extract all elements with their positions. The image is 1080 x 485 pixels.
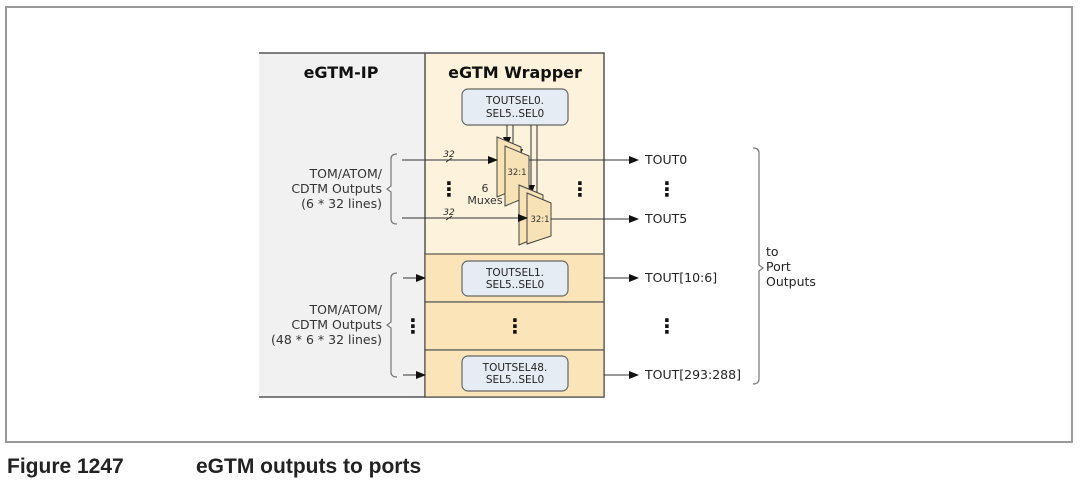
wrapper-row-ellipsis [424, 301, 605, 351]
ellipsis-wrapper-row: ⋮ [505, 314, 525, 338]
svg-text:(6 * 32 lines): (6 * 32 lines) [301, 196, 382, 211]
svg-text:TOM/ATOM/: TOM/ATOM/ [308, 302, 382, 317]
egtm-ip-title: eGTM-IP [304, 63, 379, 82]
mux-5-label: 32:1 [530, 215, 549, 225]
egtm-wrapper-title: eGTM Wrapper [448, 63, 582, 82]
figure-title: eGTM outputs to ports [196, 455, 422, 478]
ellipsis-outputs-bottom: ⋮ [657, 314, 677, 338]
destination-label: to Port Outputs [766, 244, 816, 289]
mux-count-label: Muxes [467, 194, 502, 207]
input-group-1: TOM/ATOM/ CDTM Outputs (6 * 32 lines) [291, 153, 398, 225]
svg-text:SEL5..SEL0: SEL5..SEL0 [486, 374, 544, 386]
bus-width-markers: 32 32 [443, 150, 455, 221]
svg-text:(48 * 6 * 32 lines): (48 * 6 * 32 lines) [271, 332, 382, 347]
selector-toutsel48: TOUTSEL48. SEL5..SEL0 [461, 355, 569, 392]
svg-text:TOM/ATOM/: TOM/ATOM/ [308, 166, 382, 181]
svg-text:TOUTSEL1.: TOUTSEL1. [485, 267, 544, 279]
svg-text:to: to [766, 244, 779, 259]
egtm-ip-block [259, 53, 425, 397]
svg-text:Outputs: Outputs [766, 274, 816, 289]
input-group-2: TOM/ATOM/ CDTM Outputs (48 * 6 * 32 line… [271, 272, 426, 379]
output-tout-293-288: TOUT[293:288] [644, 367, 741, 382]
output-brace [752, 147, 764, 385]
ellipsis-outputs-top: ⋮ [657, 177, 677, 201]
svg-text:Port: Port [766, 259, 791, 274]
figure-number: Figure 1247 [7, 455, 124, 478]
svg-text:SEL5..SEL0: SEL5..SEL0 [486, 279, 544, 291]
svg-text:SEL5..SEL0: SEL5..SEL0 [486, 108, 544, 120]
input-brace-2 [386, 272, 398, 378]
output-tout-10-6: TOUT[10:6] [644, 270, 717, 285]
svg-text:CDTM Outputs: CDTM Outputs [291, 181, 382, 196]
svg-text:TOUTSEL48.: TOUTSEL48. [482, 362, 548, 374]
svg-text:TOUTSEL0.: TOUTSEL0. [485, 95, 544, 107]
svg-text:32: 32 [443, 208, 455, 218]
selector-toutsel1: TOUTSEL1. SEL5..SEL0 [461, 260, 569, 297]
mux-5: 32:1 [518, 184, 552, 246]
output-lines [529, 156, 639, 379]
ellipsis-wrapper-right: ⋮ [570, 177, 590, 201]
ellipsis-ip-bottom: ⋮ [403, 314, 423, 338]
input-brace-1 [386, 153, 398, 225]
svg-text:CDTM Outputs: CDTM Outputs [291, 317, 382, 332]
output-tout5: TOUT5 [644, 211, 687, 226]
mux-count-number: 6 [482, 182, 489, 195]
output-tout0: TOUT0 [644, 152, 687, 167]
selector-toutsel0: TOUTSEL0. SEL5..SEL0 [461, 88, 569, 126]
mux-0-label: 32:1 [507, 168, 526, 178]
svg-text:32: 32 [443, 150, 455, 160]
ellipsis-ip-top: ⋮ [439, 177, 459, 201]
